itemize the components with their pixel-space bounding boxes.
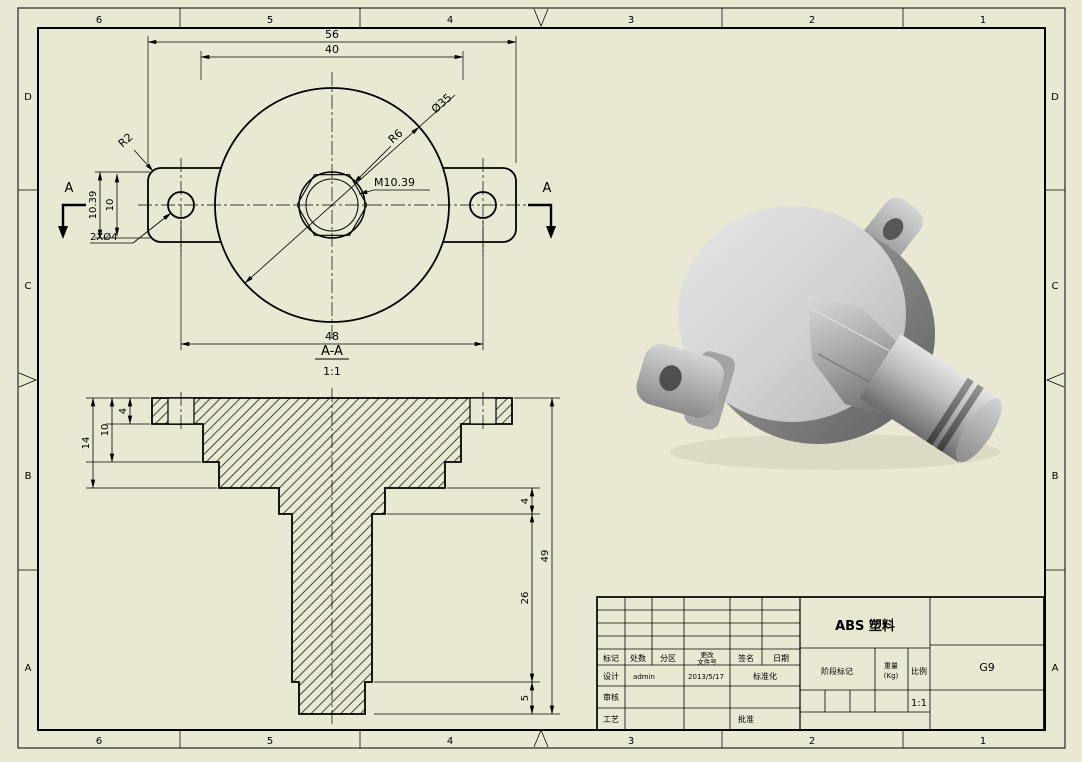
svg-text:10: 10 [100, 424, 111, 437]
zone-right-b: B [1052, 471, 1059, 482]
section-dims-right: 4 49 26 5 [374, 397, 560, 715]
section-scale: 1:1 [323, 365, 341, 378]
zone-bottom-4: 4 [447, 736, 453, 747]
zone-bottom-3: 3 [628, 736, 634, 747]
svg-text:R2: R2 [116, 131, 136, 150]
dim-56: 56 [147, 28, 517, 163]
tb-label-design: 设计 [603, 671, 619, 681]
tb-design-date: 2013/5/17 [688, 673, 724, 681]
svg-text:40: 40 [325, 43, 339, 56]
flange-circle [214, 87, 450, 323]
zone-left-d: D [24, 92, 32, 103]
tb-drawing-no: G9 [979, 661, 995, 674]
zone-bottom-1: 1 [980, 736, 986, 747]
center-mark-right [1046, 372, 1065, 388]
svg-text:10: 10 [105, 199, 116, 212]
svg-text:M10.39: M10.39 [374, 176, 415, 189]
section-title: A-A [321, 344, 343, 359]
zone-right-d: D [1051, 92, 1059, 103]
iso-shaft-cap [956, 398, 1002, 463]
tb-label-date: 日期 [773, 654, 789, 663]
zone-top-1: 1 [980, 15, 986, 26]
svg-text:Ø35: Ø35 [429, 91, 455, 116]
zone-top-5: 5 [267, 15, 273, 26]
tb-label-weight-unit: (Kg) [884, 672, 899, 680]
tb-label-change-1: 更改 [701, 650, 715, 659]
svg-text:56: 56 [325, 28, 339, 41]
sheet-frame: 6 5 4 3 2 1 6 5 4 3 2 1 D C B A D C B A [17, 7, 1066, 749]
zone-left-b: B [25, 471, 32, 482]
tb-scale-value: 1:1 [911, 698, 927, 709]
zone-right-c: C [1052, 281, 1059, 292]
section-mark-right: A [528, 181, 556, 239]
svg-text:48: 48 [325, 330, 339, 343]
svg-text:26: 26 [520, 592, 531, 605]
dim-holes: 2XØ4 [90, 212, 172, 244]
zone-bottom-5: 5 [267, 736, 273, 747]
tb-label-approve: 批准 [738, 714, 754, 724]
section-dims-left: 4 10 14 [81, 397, 217, 489]
zone-bottom-6: 6 [96, 736, 102, 747]
dim-1039-10: 10.39 10 [88, 171, 150, 239]
iso-shaft [859, 334, 1002, 463]
title-block: 标记 处数 分区 更改 文件号 签名 日期 设计 admin 2013/5/17… [596, 596, 1045, 731]
tb-label-scale: 比例 [911, 666, 927, 676]
svg-text:5: 5 [520, 695, 531, 701]
svg-text:14: 14 [81, 437, 92, 450]
tb-label-standard: 标准化 [753, 671, 777, 681]
section-mark-left: A [58, 181, 86, 239]
tb-label-weight: 重量 [884, 662, 898, 670]
svg-text:49: 49 [540, 550, 551, 563]
tb-label-zone: 分区 [660, 654, 676, 663]
part-shadow [670, 434, 1000, 470]
iso-view [636, 197, 1002, 470]
right-ear-hole [469, 191, 497, 219]
zone-top-3: 3 [628, 15, 634, 26]
svg-text:A: A [543, 181, 552, 196]
section-view: A-A 1:1 4 10 14 [81, 344, 560, 726]
zone-left-a: A [25, 663, 32, 674]
svg-text:4: 4 [520, 498, 531, 504]
dim-48: 48 [180, 220, 484, 350]
dim-thread: M10.39 [358, 176, 430, 195]
zone-top-6: 6 [96, 15, 102, 26]
tb-label-check: 审核 [603, 692, 619, 702]
left-ear [147, 167, 221, 243]
tb-label-sign: 签名 [738, 653, 754, 663]
zone-top-4: 4 [447, 15, 453, 26]
tb-material: ABS 塑料 [835, 618, 895, 634]
svg-text:2XØ4: 2XØ4 [90, 231, 117, 243]
tb-label-change-2: 文件号 [697, 657, 717, 666]
center-mark-top [533, 8, 549, 27]
zone-right-a: A [1052, 663, 1059, 674]
tb-label-stage: 阶段标记 [821, 666, 853, 676]
dim-dia35: Ø35 [244, 91, 456, 284]
svg-text:10.39: 10.39 [88, 191, 99, 220]
tb-label-process: 工艺 [603, 715, 619, 724]
iso-ear-lower [636, 344, 736, 430]
dim-r2: R2 [116, 131, 154, 172]
svg-text:R6: R6 [386, 127, 406, 146]
tb-label-count: 处数 [630, 653, 646, 663]
dim-r6: R6 [353, 127, 406, 184]
zone-top-2: 2 [809, 15, 815, 26]
center-mark-left [18, 372, 37, 388]
right-ear [443, 167, 517, 243]
tb-label-mark: 标记 [603, 653, 619, 663]
dim-40: 40 [200, 43, 464, 80]
zone-left-c: C [25, 281, 32, 292]
left-ear-hole [167, 191, 195, 219]
center-mark-bottom [533, 729, 549, 748]
svg-text:A: A [65, 181, 74, 196]
top-view: 56 40 48 Ø35 R6 R2 [58, 28, 556, 350]
zone-bottom-2: 2 [809, 736, 815, 747]
tb-design-sign: admin [633, 673, 655, 681]
svg-text:4: 4 [118, 408, 129, 414]
